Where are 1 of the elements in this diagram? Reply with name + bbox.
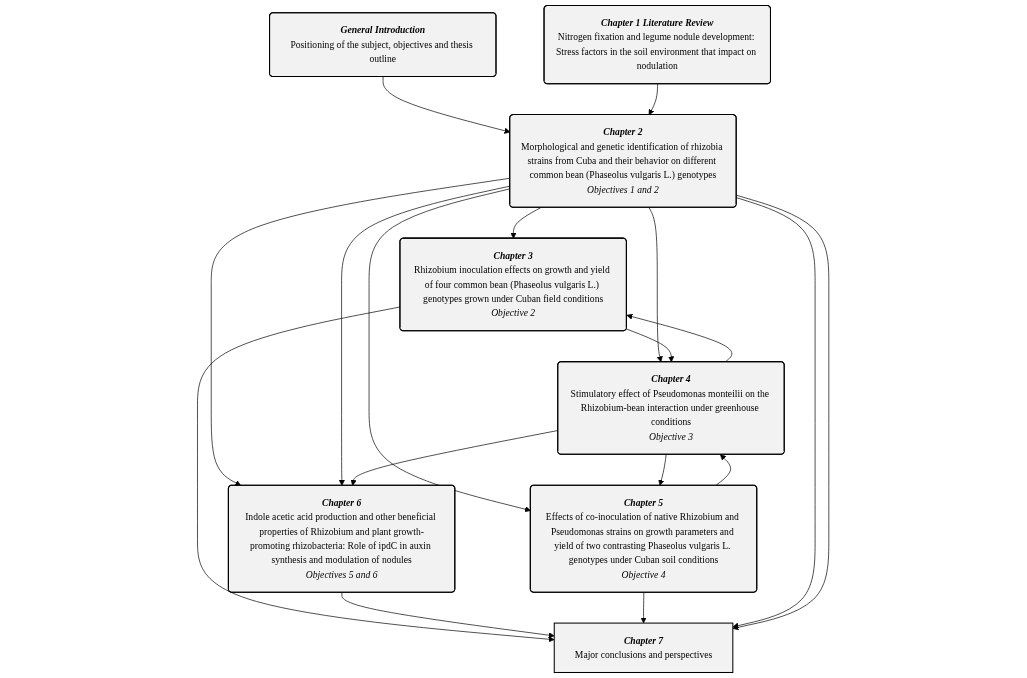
node-box: Chapter 7 Major conclusions and perspectives [554, 622, 734, 673]
